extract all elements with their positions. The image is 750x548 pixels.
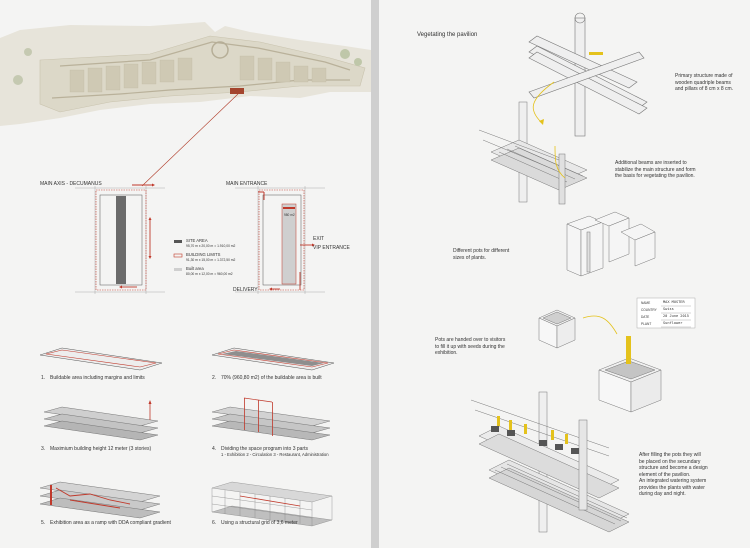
note-pots-handed-over: Pots are handed over to visitors to fill… [435, 337, 506, 356]
label-delivery: DELIVERY [233, 287, 258, 293]
step-3-text: Maximium building height 12 meter (3 sto… [50, 446, 152, 452]
note-primary-structure: Primary structure made of wooden quadrip… [675, 73, 734, 92]
step-6-num: 6. [212, 520, 217, 526]
step-3-num: 3. [41, 446, 46, 452]
label-main-axis: MAIN AXIS - DECUMANUS [40, 181, 102, 187]
tag-name-label: NAME [641, 301, 651, 305]
step-2-num: 2. [212, 375, 217, 381]
step-5-num: 5. [41, 520, 46, 526]
left-graphics [0, 22, 371, 527]
step-4-num: 4. [212, 446, 217, 452]
right-graphics [470, 12, 696, 533]
tag-name-value: MAX MUSTER [663, 300, 685, 304]
secondary-structure-drawing [478, 101, 588, 205]
arrow-1 [532, 81, 555, 123]
step-4-text: Dividing the space program into 3 parts [221, 446, 308, 452]
tag-plant-value: Sunflower [663, 321, 683, 325]
legend-swatch-site [174, 240, 182, 243]
label-dimension: 980 m2 [284, 213, 295, 217]
step-1-text: Buildable area including margins and lim… [50, 375, 145, 381]
left-panel: MAIN AXIS - DECUMANUS MAIN ENTRANCE EXIT… [0, 0, 371, 548]
legend-built-sub: 80,00 m x 12,00 m = 960,00 m2 [186, 272, 233, 276]
tag-plant-label: PLANT [641, 322, 652, 326]
legend-site-sub: 95,70 m x 20,00 m = 1.910,00 m2 [186, 244, 236, 248]
tag-country-label: COUNTRY [641, 308, 657, 312]
legend-swatch-built [174, 268, 182, 271]
note-after-filling: After filling the pots they will be plac… [639, 452, 708, 497]
note-different-pots: Different pots for different sizes of pl… [453, 248, 510, 261]
step-4-diagram [211, 397, 331, 441]
right-title: Vegetating the pavilion [417, 32, 478, 38]
site-plan-left [75, 183, 165, 294]
tag-date-value: 20 June 2015 [663, 314, 689, 318]
tag-date-label: DATE [641, 315, 650, 319]
legend-built-title: Built area [186, 266, 204, 271]
legend-limits-sub: 91,30 m x 15,00 m = 1.372,50 m2 [186, 258, 236, 262]
note-additional-beams: Additional beams are inserted to stabili… [615, 160, 696, 179]
visitor-pot-drawing [538, 309, 576, 349]
site-aerial-map [0, 22, 371, 126]
step-4-sub: 1 - Exhibition 2 - Circulation 3 - Resta… [221, 452, 329, 457]
planter-pots-drawing [566, 211, 656, 277]
step-5-text: Exhibition area as a ramp with DDA compl… [50, 520, 171, 526]
vegetated-structure-drawing [470, 391, 630, 533]
planted-pot-drawing [598, 336, 662, 413]
label-exit: EXIT [313, 236, 325, 242]
label-main-entrance: MAIN ENTRANCE [226, 181, 268, 187]
step-5-diagram [39, 481, 161, 519]
step-2-diagram [211, 347, 335, 371]
site-plan-right [235, 186, 325, 294]
right-panel: Vegetating the pavilion Primary structur… [379, 0, 750, 548]
step-1-num: 1. [41, 375, 46, 381]
leader-line [141, 93, 239, 187]
label-vip-entrance: VIP ENTRANCE [313, 245, 350, 251]
step-2-text: 70% (960,80 m2) of the buildable area is… [221, 375, 322, 381]
tag-country-value: Swiss [663, 307, 674, 311]
step-6-diagram [211, 481, 333, 527]
step-1-diagram [39, 347, 163, 371]
step-3-diagram [43, 400, 159, 441]
primary-structure-drawing [528, 12, 648, 137]
legend-limits-title: BUILDING LIMITS [186, 252, 221, 257]
legend-swatch-limits [173, 253, 183, 258]
step-6-text: Using a structural grid of 3,6 meter [221, 520, 298, 526]
legend-site-title: SITE AREA [186, 238, 208, 243]
plant-tag-card [636, 297, 696, 329]
